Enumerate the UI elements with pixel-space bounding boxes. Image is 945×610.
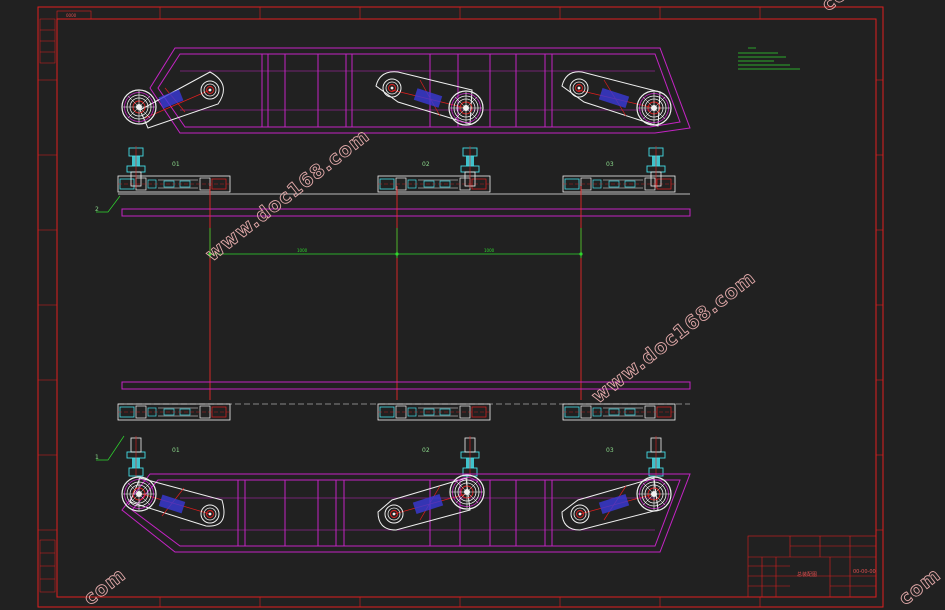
title-block [747,535,877,598]
drawing-number: 00-00-00 [853,569,876,575]
top-suspension-arm-3 [561,71,672,127]
drawing-name: 总装配图 [797,571,817,578]
bottom-suspension-arm-1 [121,476,225,527]
dimension-right: 1000 [484,248,495,253]
center-lines [209,186,582,400]
watermark-3: com [80,564,131,610]
leader-top-number: 2 [95,206,99,213]
header-tab-text: 0000 [66,13,77,18]
leader-top-line [96,195,121,213]
label-bottom-c: 03 [606,447,614,454]
dimension-left: 1000 [297,248,308,253]
top-suspension-arm-1 [121,71,224,129]
top-axle-section-3 [562,145,676,193]
watermark-4: com [818,0,869,16]
label-bottom-a: 01 [172,447,180,454]
top-axle-section-1 [117,145,231,193]
technical-notes [738,47,800,70]
drawing-frame: 0000 [37,6,884,608]
leader-bottom-line [96,435,125,461]
dimension-lines [208,228,583,258]
label-top-b: 02 [422,161,430,168]
bottom-chassis-frame [121,473,691,553]
watermark-1: www.doc168.com [202,124,374,265]
watermark-2: www.doc168.com [588,266,760,407]
bottom-suspension-arm-3 [561,476,672,531]
bottom-crossbeam [121,381,691,390]
label-top-c: 03 [606,161,614,168]
top-chassis-frame [149,47,691,134]
bottom-axle-section-2 [377,403,491,479]
top-suspension-arm-2 [375,71,484,126]
bottom-suspension-arm-2 [377,474,485,531]
bottom-axle-section-1 [117,403,231,479]
label-top-a: 01 [172,161,180,168]
top-axle-section-2 [377,145,491,193]
watermark-5: com [895,564,945,610]
top-crossbeam [121,208,691,217]
label-bottom-b: 02 [422,447,430,454]
bottom-axle-section-3 [562,403,676,479]
leader-bottom-number: 1 [95,454,99,461]
